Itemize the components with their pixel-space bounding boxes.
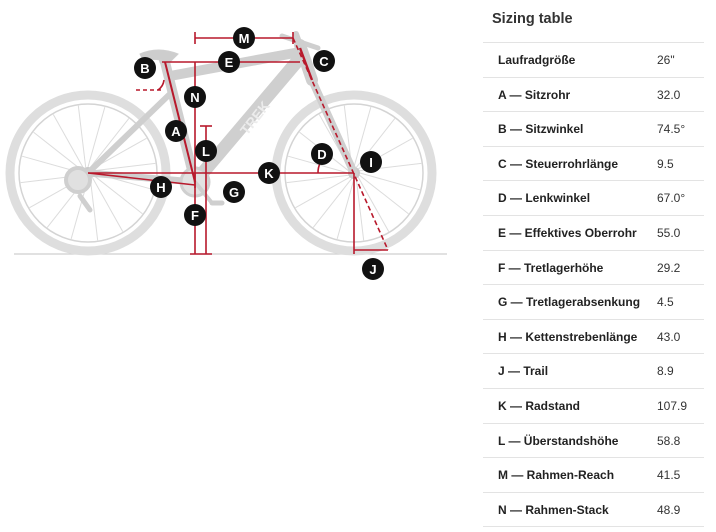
row-value: 9.5 [657, 156, 674, 171]
row-value: 55.0 [657, 225, 681, 240]
badge-A: A [165, 120, 187, 142]
svg-text:G: G [229, 185, 239, 200]
svg-text:N: N [190, 90, 199, 105]
badge-J: J [362, 258, 384, 280]
row-value: 67.0° [657, 191, 686, 206]
row-value: 48.9 [657, 502, 681, 517]
row-label: K — Radstand [498, 398, 581, 413]
badge-F: F [184, 204, 206, 226]
svg-text:E: E [225, 55, 234, 70]
row-label: B — Sitzwinkel [498, 122, 584, 137]
sizing-table-title: Sizing table [492, 11, 573, 27]
badge-E: E [218, 51, 240, 73]
bike-geometry-diagram: TREK M E B C N [5, 27, 447, 280]
table-row: N — Rahmen-Stack 48.9 [483, 493, 704, 528]
row-label: M — Rahmen-Reach [498, 468, 615, 483]
table-row: K — Radstand 107.9 [483, 389, 704, 424]
badge-B: B [134, 57, 156, 79]
bike-frame [64, 31, 358, 213]
row-label: Laufradgröße [498, 53, 576, 67]
table-row: A — Sitzrohr 32.0 [483, 78, 704, 113]
row-value: 43.0 [657, 329, 681, 344]
svg-text:D: D [317, 147, 326, 162]
rear-wheel [5, 90, 171, 256]
row-value: 32.0 [657, 87, 681, 102]
row-label: D — Lenkwinkel [498, 191, 591, 206]
table-row: Laufradgröße 26" [483, 43, 704, 78]
table-row: L — Überstandshöhe 58.8 [483, 424, 704, 459]
row-label: J — Trail [498, 364, 549, 379]
badge-C: C [313, 50, 335, 72]
row-label: A — Sitzrohr [498, 87, 571, 102]
svg-text:I: I [369, 155, 373, 170]
badge-I: I [360, 151, 382, 173]
chainstay-line [87, 172, 196, 186]
svg-text:M: M [239, 31, 250, 46]
svg-text:A: A [171, 124, 181, 139]
row-value: 26" [657, 53, 675, 67]
badge-M: M [233, 27, 255, 49]
head-tube-line [298, 47, 314, 81]
sizing-table-panel: Sizing table Laufradgröße 26" A — Sitzroh… [483, 0, 704, 532]
table-row: E — Effektives Oberrohr 55.0 [483, 216, 704, 251]
table-row: G — Tretlagerabsenkung 4.5 [483, 285, 704, 320]
svg-text:F: F [191, 208, 199, 223]
row-value: 4.5 [657, 295, 674, 310]
table-row: C — Steuerrohrlänge 9.5 [483, 147, 704, 182]
row-value: 107.9 [657, 398, 688, 413]
table-row: F — Tretlagerhöhe 29.2 [483, 251, 704, 286]
row-label: C — Steuerrohrlänge [498, 156, 619, 171]
badge-G: G [223, 181, 245, 203]
row-value: 8.9 [657, 364, 674, 379]
svg-text:L: L [202, 144, 210, 159]
table-row: J — Trail 8.9 [483, 354, 704, 389]
badge-N: N [184, 86, 206, 108]
row-label: H — Kettenstrebenlänge [498, 329, 638, 344]
row-value: 74.5° [657, 122, 686, 137]
row-label: L — Überstandshöhe [498, 433, 619, 448]
svg-text:J: J [369, 262, 376, 277]
table-row: H — Kettenstrebenlänge 43.0 [483, 320, 704, 355]
headset-dash [292, 37, 389, 251]
svg-text:B: B [140, 61, 149, 76]
badge-K: K [258, 162, 280, 184]
table-row: M — Rahmen-Reach 41.5 [483, 458, 704, 493]
row-label: N — Rahmen-Stack [498, 502, 609, 517]
svg-text:C: C [319, 54, 329, 69]
svg-text:H: H [156, 180, 165, 195]
sizing-table: Laufradgröße 26" A — Sitzrohr 32.0 B — Sit… [483, 42, 704, 528]
row-value: 58.8 [657, 433, 681, 448]
seat-angle-arc [157, 79, 165, 91]
badge-H: H [150, 176, 172, 198]
bike-geometry-svg: TREK M E B C N [5, 27, 447, 280]
row-label: F — Tretlagerhöhe [498, 260, 604, 275]
table-row: B — Sitzwinkel 74.5° [483, 112, 704, 147]
row-value: 41.5 [657, 468, 681, 483]
row-label: G — Tretlagerabsenkung [498, 295, 641, 310]
table-row: D — Lenkwinkel 67.0° [483, 181, 704, 216]
badge-L: L [195, 140, 217, 162]
svg-text:K: K [264, 166, 274, 181]
row-label: E — Effektives Oberrohr [498, 225, 637, 240]
badge-D: D [311, 143, 333, 165]
row-value: 29.2 [657, 260, 681, 275]
